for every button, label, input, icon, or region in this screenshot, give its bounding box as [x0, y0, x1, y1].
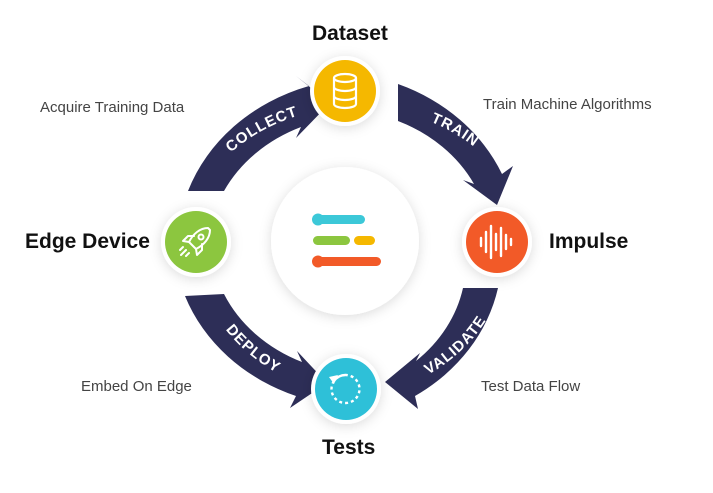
- rocket-icon: [179, 227, 211, 257]
- waveform-icon: [479, 224, 513, 260]
- impulse-title: Impulse: [549, 230, 629, 253]
- tests-description: Embed On Edge: [81, 378, 192, 395]
- dataset-title: Dataset: [312, 22, 388, 45]
- node-tests: [311, 354, 381, 424]
- impulse-description: Test Data Flow: [481, 378, 581, 395]
- dataset-description: Train Machine Algorithms: [483, 96, 652, 113]
- edge-device-description: Acquire Training Data: [40, 99, 185, 116]
- refresh-icon: [329, 373, 361, 405]
- center-logo: [271, 167, 419, 315]
- node-impulse: [462, 207, 532, 277]
- arrow-deploy: DEPLOY: [185, 294, 327, 408]
- node-dataset: [310, 56, 380, 126]
- tests-title: Tests: [322, 436, 376, 459]
- arrow-collect: COLLECT: [188, 76, 330, 191]
- edge-impulse-logo-icon: [312, 213, 381, 268]
- edge-device-title: Edge Device: [25, 230, 150, 253]
- node-edge-device: [161, 207, 231, 277]
- database-icon: [332, 72, 358, 110]
